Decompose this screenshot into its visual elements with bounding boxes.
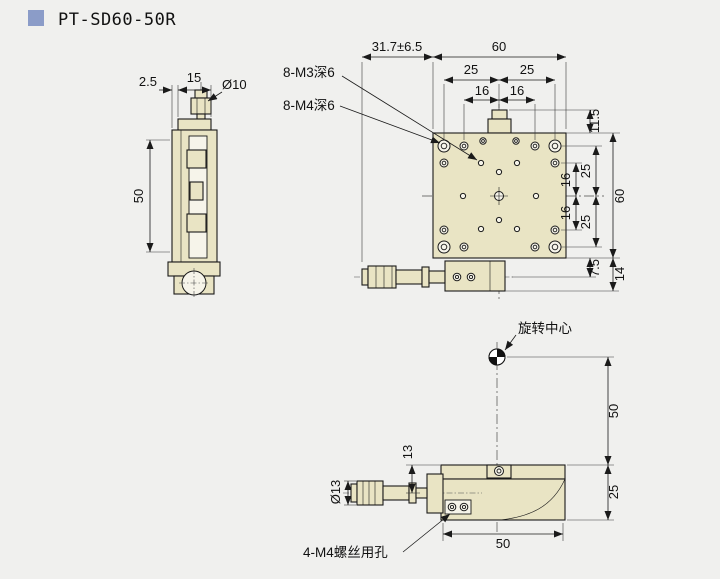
top-clamp-knob: [487, 109, 512, 134]
dim-top-hole-cols-left: 25: [464, 62, 478, 77]
front-dimensions: [344, 334, 614, 553]
dim-top-inner-cols-left: 16: [475, 83, 489, 98]
dim-side-knob-diameter: Ø10: [222, 77, 247, 92]
dim-top-knob-overhang: 11.5: [587, 109, 602, 133]
dim-top-row-lower-16: 16: [558, 206, 573, 220]
side-body: [171, 129, 218, 263]
callout-mounting-holes: 4-M4螺丝用孔: [303, 545, 388, 560]
label-rotation-center: 旋转中心: [518, 321, 572, 336]
dim-top-row-upper-16: 16: [558, 173, 573, 187]
side-base: [167, 261, 221, 298]
title-block: PT-SD60-50R: [28, 10, 176, 30]
top-hole-pattern: [437, 137, 562, 254]
dim-front-thimble-diameter: Ø13: [328, 480, 343, 505]
title-accent-square: [28, 10, 44, 26]
top-view: 8-M3深6 8-M4深6 31.7±6.5 60 25 25 16 16 11…: [283, 39, 627, 300]
dim-front-base-width: 50: [496, 536, 510, 551]
callout-m3-holes: 8-M3深6: [283, 65, 335, 80]
front-view: 旋转中心 50 25 13 Ø13 50 4-M4螺丝用孔: [303, 321, 621, 560]
dim-front-center-height: 50: [606, 404, 621, 418]
dim-side-top-width: 15: [187, 70, 201, 85]
side-dimensions: [146, 85, 223, 253]
dim-top-plate-width: 60: [492, 39, 506, 54]
top-micrometer: [354, 260, 514, 292]
dim-top-base-height: 14: [612, 267, 627, 281]
dim-top-inner-cols-right: 16: [510, 83, 524, 98]
top-dimensions: [339, 53, 620, 292]
dim-top-axis-offset: 7.5: [587, 259, 602, 277]
dim-top-hole-cols-right: 25: [520, 62, 534, 77]
dim-side-top-offset: 2.5: [139, 74, 157, 89]
dim-side-body-height: 50: [131, 189, 146, 203]
side-micrometer-knob: [177, 89, 212, 131]
dim-front-stage-height: 25: [606, 485, 621, 499]
dim-top-row-upper-25: 25: [578, 164, 593, 178]
front-body: [440, 464, 566, 521]
dim-front-axis-height: 13: [400, 445, 415, 459]
page-title: PT-SD60-50R: [58, 10, 176, 30]
rotation-center-symbol: [488, 348, 506, 366]
callout-m4-holes: 8-M4深6: [283, 98, 335, 113]
dim-top-micrometer-travel: 31.7±6.5: [372, 39, 423, 54]
dim-top-plate-height: 60: [612, 189, 627, 203]
dim-top-row-lower-25: 25: [578, 215, 593, 229]
side-view: 15 2.5 Ø10 50: [131, 70, 247, 298]
